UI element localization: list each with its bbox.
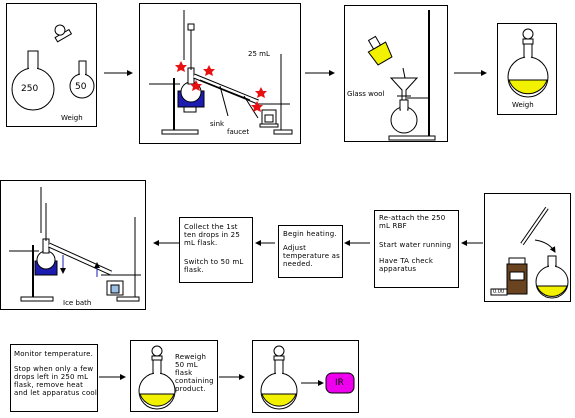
reagent-bottle-icon [506, 257, 528, 295]
ir-label: IR [335, 378, 344, 388]
product-flask-icon [535, 255, 569, 299]
ir-box [325, 372, 355, 394]
step10-panel: Reweigh 50 mL flask containing product. [130, 340, 218, 412]
distillation-apparatus-drawing [149, 10, 293, 135]
stopper-icon [54, 24, 73, 43]
right-ring-stand-icon [256, 54, 293, 135]
reattach-drawing [490, 206, 569, 299]
right-ring-stand-icon [101, 217, 141, 302]
step4-panel: Weigh [497, 23, 557, 115]
weigh-caption: Weigh [61, 114, 83, 122]
glass-wool-label: Glass wool [347, 90, 385, 98]
balance-icon [490, 288, 508, 296]
balance-readout: 0.00 [493, 289, 505, 295]
step3-panel: Glass wool [344, 5, 448, 142]
step6-text1: Begin heating. [283, 230, 337, 238]
condenser-icon [47, 242, 113, 276]
reweigh-flask-drawing [138, 345, 176, 410]
joint-star-icons [175, 61, 267, 112]
step6-text2: Adjust temperature as needed. [283, 244, 340, 268]
step6-text-box: Begin heating. Adjust temperature as nee… [278, 225, 343, 278]
step5-text3: Have TA check apparatus [379, 257, 434, 273]
step5-text2: Start water running [379, 241, 452, 249]
step10-text: Reweigh 50 mL flask containing product. [175, 353, 214, 393]
funnel-icon [389, 67, 419, 103]
step9-text-box: Monitor temperature. Stop when only a fe… [10, 344, 98, 412]
step7-text-box: Collect the 1st ten drops in 25 mL flask… [179, 217, 253, 283]
step7-text1: Collect the 1st ten drops in 25 mL flask… [184, 223, 240, 247]
flask-with-product-drawing [507, 28, 549, 98]
receiver-flask-icon [259, 109, 279, 128]
ice-bath-icon [106, 280, 124, 296]
step9-text2: Stop when only a few drops left in 250 m… [14, 365, 98, 397]
step1-drawing [11, 24, 95, 111]
weigh-caption: Weigh [512, 101, 534, 109]
pouring-flask-icon [367, 35, 393, 66]
pipette-icon [520, 206, 549, 246]
step2-panel: 25 mL sink faucet [139, 3, 301, 144]
stoppered-flask-icon [138, 345, 176, 410]
condenser-icon [193, 73, 259, 105]
ice-bath-label: Ice bath [63, 299, 92, 307]
distillation-ice-bath-drawing [9, 187, 141, 302]
step8-panel: Ice bath [0, 180, 146, 310]
round-bottom-flask-250-icon [11, 50, 55, 111]
stoppered-flask-icon [507, 28, 549, 98]
step11-panel: IR [252, 340, 359, 413]
ring-stand-icon [9, 187, 54, 302]
step5-text-box: Re-attach the 250 mL RBF Start water run… [374, 210, 459, 288]
step5-panel: 0.00 [484, 193, 571, 302]
step5-text1: Re-attach the 250 mL RBF [379, 214, 446, 230]
ring-stand-icon [388, 10, 436, 141]
filtration-drawing [367, 10, 436, 141]
stoppered-flask-icon [260, 345, 298, 410]
boiling-flask-icon [36, 203, 56, 270]
step1-panel: 250 50 Weigh [6, 3, 97, 127]
receiver-25ml-label: 25 mL [248, 50, 270, 58]
round-bottom-flask-50-icon [69, 60, 95, 99]
flask-250-label: 250 [21, 84, 39, 94]
ring-stand-icon [149, 10, 199, 135]
step9-text1: Monitor temperature. [14, 350, 94, 358]
ir-analysis-drawing [260, 345, 355, 410]
faucet-label: faucet [227, 128, 250, 136]
step7-text2: Switch to 50 mL flask. [184, 258, 244, 274]
flask-50-label: 50 [75, 82, 87, 92]
receiving-flask-icon [390, 99, 418, 134]
sink-label: sink [210, 120, 225, 128]
